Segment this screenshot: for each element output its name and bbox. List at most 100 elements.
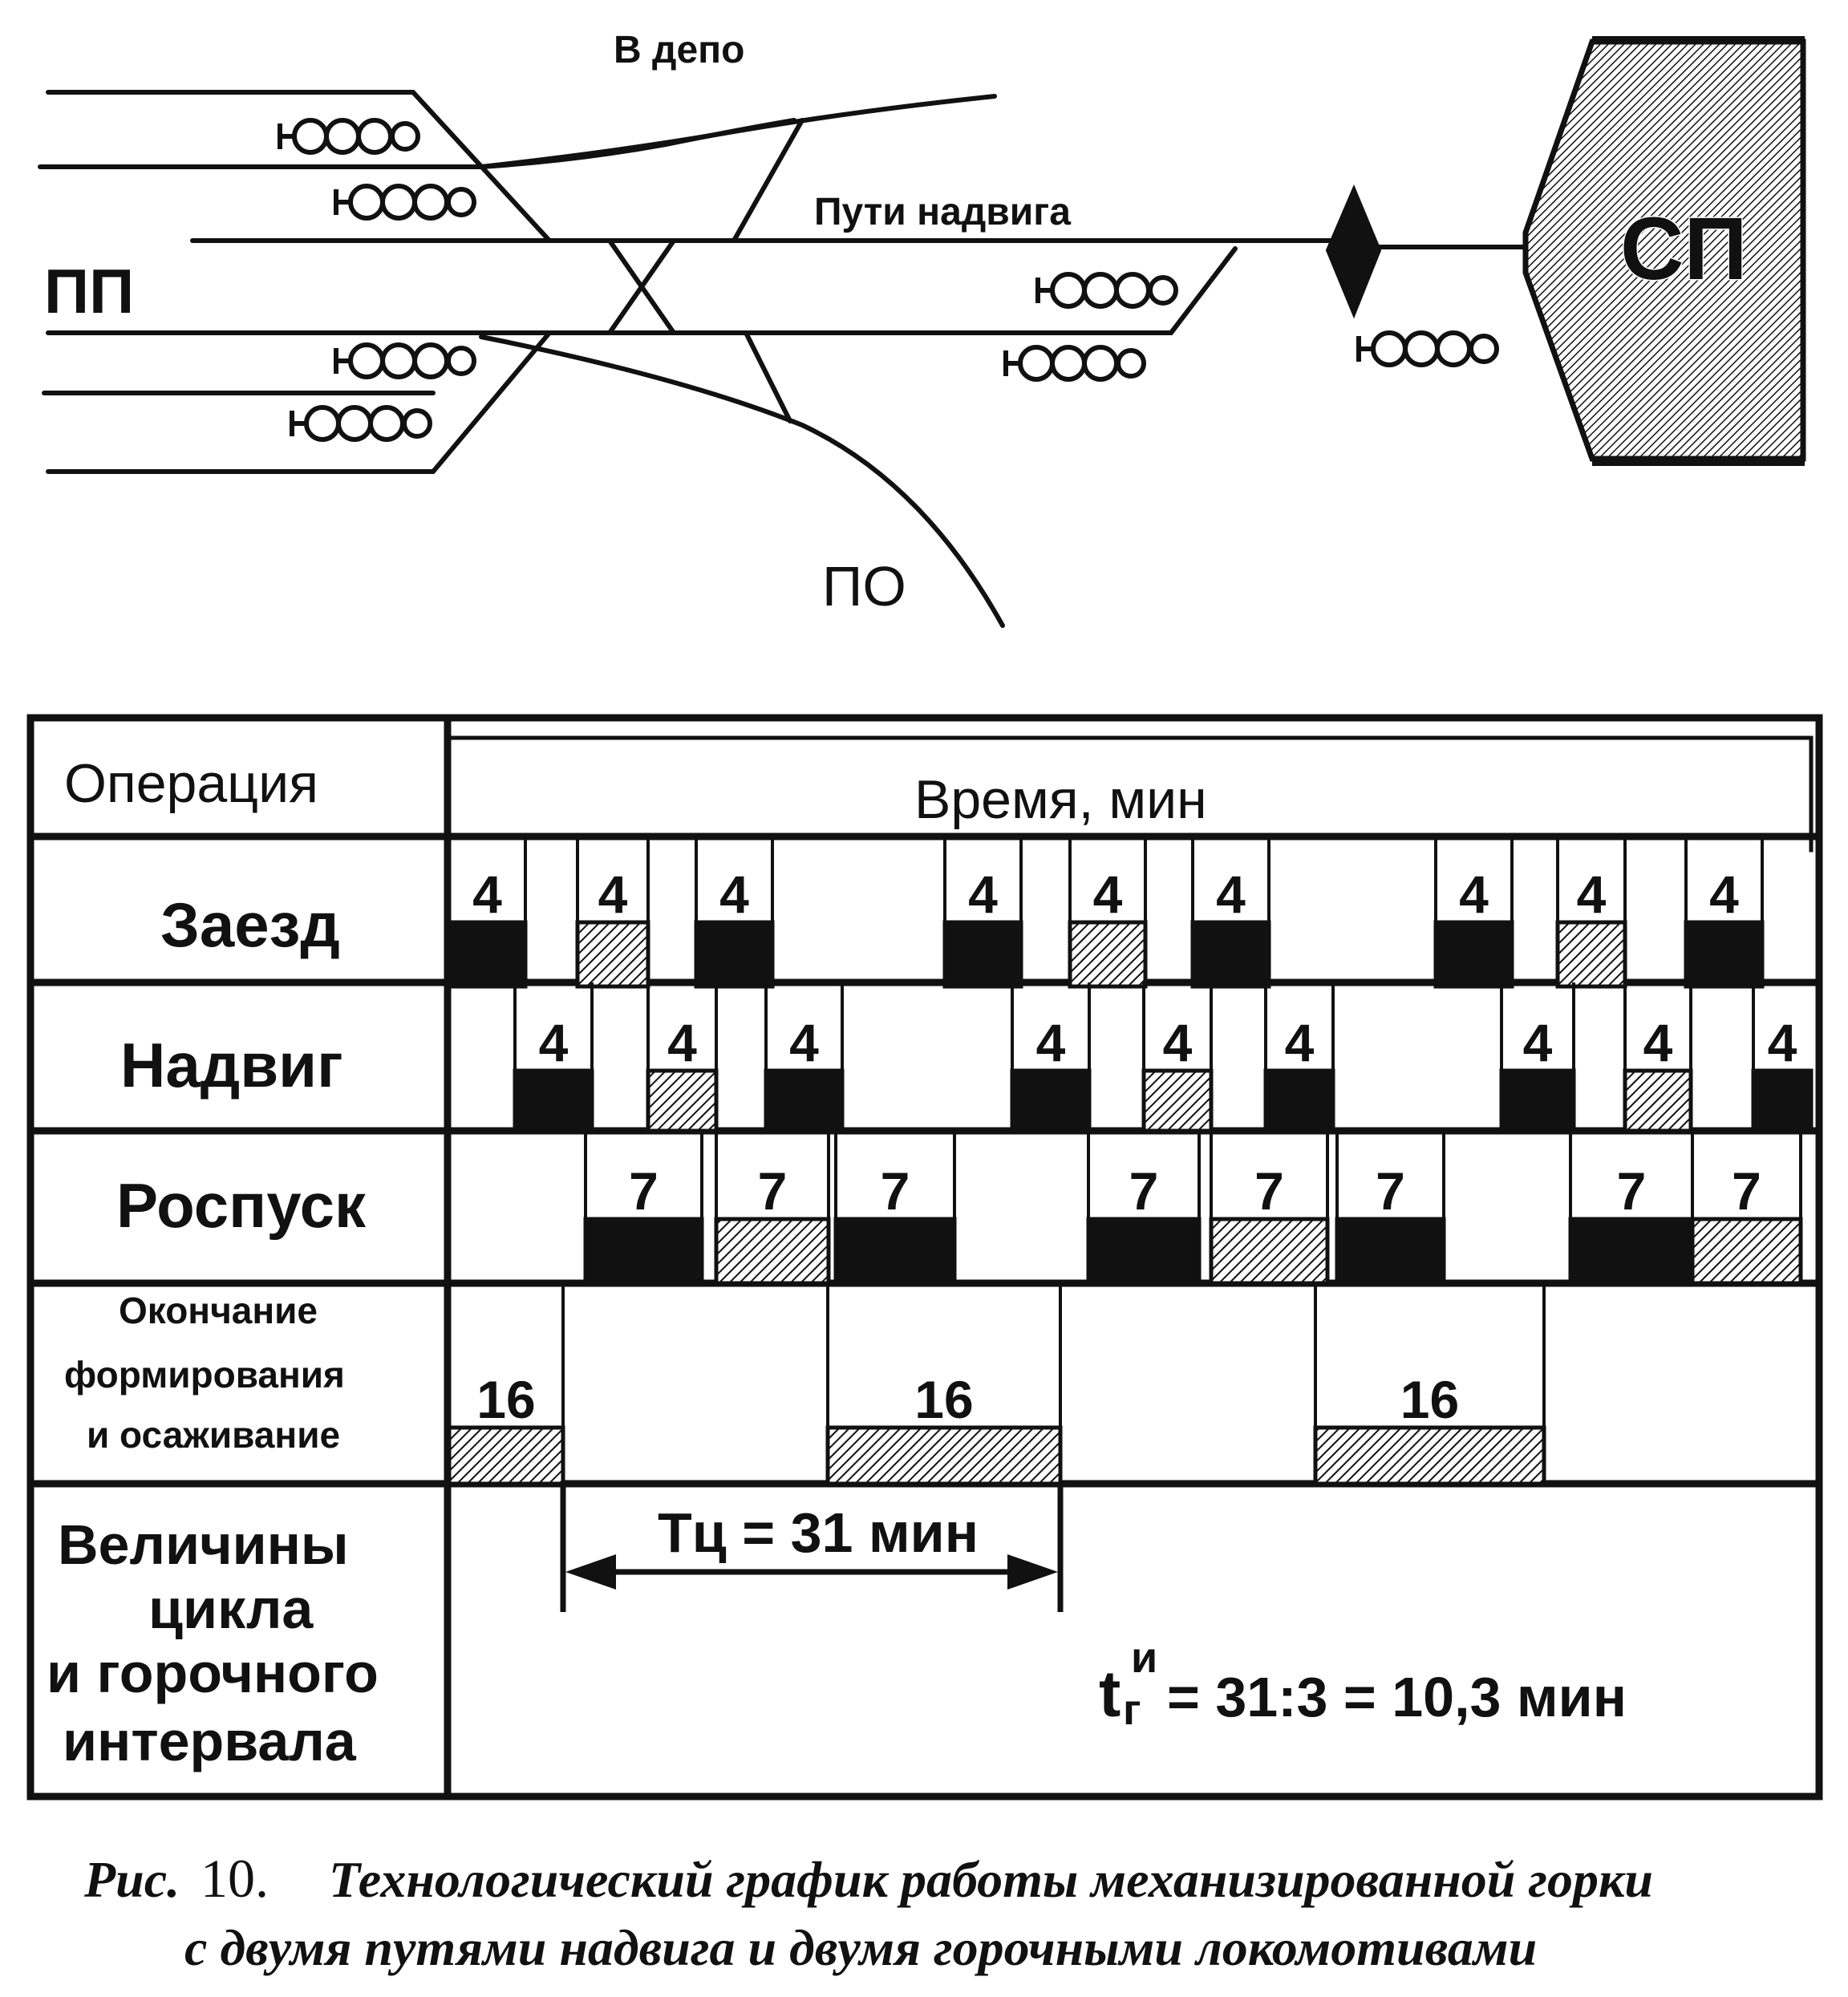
dissolve-bar-7 [1568, 1217, 1695, 1286]
cycle-arrow [560, 1484, 1064, 1612]
arrival-bar-5 [1068, 920, 1148, 989]
push-duration-label-4: 4 [1036, 1013, 1066, 1072]
track-diagram [38, 90, 1526, 628]
sorting-park-block [1522, 36, 1806, 466]
label-sorting-park: СП [1620, 200, 1748, 298]
finish-bar-2 [825, 1425, 1063, 1486]
row-label-values-1: Величины [58, 1513, 349, 1576]
wagons-icon [336, 345, 474, 377]
caption-line-2: с двумя путями надвига и двумя горочными… [184, 1919, 1537, 1976]
arrival-duration-label-7: 4 [1459, 865, 1489, 924]
dissolve-duration-label-6: 7 [1376, 1161, 1405, 1221]
dissolve-duration-label-1: 7 [629, 1161, 659, 1221]
dissolve-bar-1 [583, 1217, 704, 1286]
finish-bar-3 [1313, 1425, 1546, 1486]
row-label-finish-2: формирования [64, 1354, 345, 1395]
arrival-bar-8 [1555, 920, 1627, 989]
arrival-duration-label-8: 4 [1577, 865, 1607, 924]
push-duration-label-9: 4 [1768, 1013, 1797, 1072]
push-duration-label-6: 4 [1285, 1013, 1315, 1072]
push-duration-label-1: 4 [539, 1013, 569, 1072]
row-label-arrival: Заезд [160, 889, 340, 960]
arrival-bar-2 [575, 920, 650, 989]
push-duration-label-7: 4 [1523, 1013, 1553, 1072]
push-bar-4 [1010, 1068, 1092, 1133]
arrival-duration-label-1: 4 [472, 865, 502, 924]
arrival-bar-4 [942, 920, 1023, 989]
crossover-b [607, 238, 676, 335]
interval-superscript: и [1131, 1634, 1157, 1682]
finish-duration-label-3: 16 [1400, 1370, 1459, 1429]
finish-duration-label-1: 16 [476, 1370, 535, 1429]
arrival-duration-label-2: 4 [598, 865, 628, 924]
depot-branch [732, 118, 804, 243]
dissolve-duration-label-2: 7 [758, 1161, 788, 1221]
departure-track [479, 334, 1005, 628]
wagons-icon [336, 186, 474, 218]
dissolve-bar-4 [1086, 1217, 1202, 1286]
row-label-values-2: цикла [148, 1578, 314, 1640]
arrival-bar-3 [694, 920, 775, 989]
push-duration-label-8: 4 [1643, 1013, 1673, 1072]
dissolve-duration-label-3: 7 [881, 1161, 910, 1221]
push-bar-6 [1263, 1068, 1335, 1133]
arrival-duration-label-4: 4 [968, 865, 998, 924]
dissolve-bar-5 [1209, 1217, 1330, 1286]
interval-subscript: г [1123, 1686, 1141, 1734]
label-push-tracks: Пути надвига [814, 191, 1071, 233]
push-duration-label-2: 4 [667, 1013, 697, 1072]
wagons-icon [280, 120, 418, 152]
dissolve-bar-8 [1690, 1217, 1803, 1286]
wagons-icon [1038, 274, 1176, 306]
push-bar-5 [1141, 1068, 1214, 1133]
arrival-duration-label-5: 4 [1093, 865, 1123, 924]
arrival-duration-label-6: 4 [1216, 865, 1246, 924]
arrival-bar-6 [1190, 920, 1271, 989]
row-label-push: Надвиг [120, 1030, 343, 1100]
ladder-lower [431, 330, 552, 474]
push-bar-1 [513, 1068, 594, 1133]
dissolve-bar-6 [1335, 1217, 1446, 1286]
label-depot: В депо [614, 29, 744, 71]
dissolve-duration-label-4: 7 [1129, 1161, 1159, 1221]
wagons-icon [1359, 333, 1497, 365]
wagons-icon [292, 407, 430, 440]
row-label-values-3: и горочного [47, 1642, 379, 1704]
dissolve-bar-3 [833, 1217, 957, 1286]
push-track-merge [1169, 246, 1238, 335]
caption-number: 10. [201, 1848, 269, 1909]
caption-prefix: Рис. [83, 1851, 180, 1908]
hump-signal-icon [1325, 184, 1382, 319]
interval-symbol: t [1099, 1658, 1121, 1731]
depot-track [479, 94, 997, 169]
interval-formula: = 31:3 = 10,3 мин [1167, 1666, 1627, 1728]
row-label-finish-1: Окончание [119, 1290, 318, 1331]
wagons-icon [1006, 347, 1144, 379]
push-bar-8 [1623, 1068, 1693, 1133]
caption-line-1: Технологический график работы механизиро… [329, 1851, 1653, 1908]
row-label-dissolve: Роспуск [116, 1170, 367, 1241]
dissolve-duration-label-7: 7 [1617, 1161, 1647, 1221]
dissolve-duration-label-8: 7 [1732, 1161, 1761, 1221]
label-departure-park: ПО [822, 555, 906, 618]
push-bar-9 [1751, 1068, 1814, 1133]
header-time: Время, мин [914, 769, 1207, 830]
cycle-label: Тц = 31 мин [658, 1501, 979, 1564]
arrival-bar-9 [1684, 920, 1765, 989]
push-bar-2 [646, 1068, 719, 1133]
header-operation: Операция [64, 753, 318, 814]
push-duration-label-3: 4 [789, 1013, 819, 1072]
finish-duration-label-2: 16 [914, 1370, 973, 1429]
row-label-values-4: интервала [63, 1710, 357, 1772]
arrival-bar-7 [1433, 920, 1514, 989]
push-duration-label-5: 4 [1163, 1013, 1193, 1072]
push-bar-3 [764, 1068, 845, 1133]
finish-bar-1 [447, 1425, 565, 1486]
schedule-guides [513, 836, 1802, 1484]
push-bar-7 [1499, 1068, 1576, 1133]
dissolve-bar-2 [714, 1217, 831, 1286]
arrival-duration-label-3: 4 [719, 865, 749, 924]
arrival-bar-1 [447, 920, 528, 989]
